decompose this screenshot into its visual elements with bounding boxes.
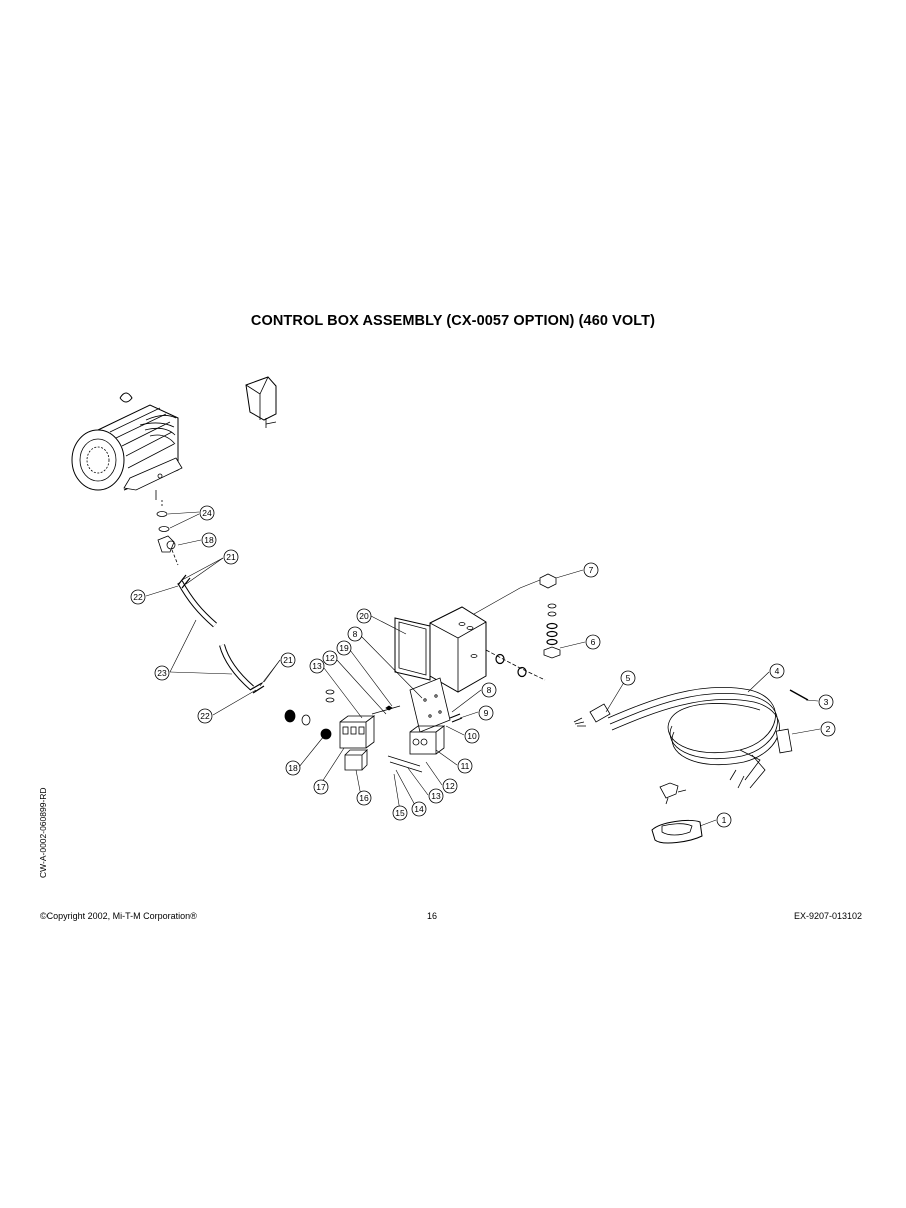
accessories <box>651 689 809 844</box>
bracket-illustration <box>245 376 277 428</box>
callout-label: 4 <box>775 666 780 676</box>
callout-label: 12 <box>445 781 455 791</box>
callout-21: 21 <box>280 652 296 668</box>
callout-label: 10 <box>467 731 477 741</box>
callout-15: 15 <box>392 805 408 821</box>
callout-label: 11 <box>461 761 470 771</box>
control-box-illustration <box>394 579 546 693</box>
callout-19: 19 <box>336 640 352 656</box>
callout-12: 12 <box>442 778 458 794</box>
callout-22: 22 <box>197 708 213 724</box>
callout-label: 3 <box>824 697 829 707</box>
callout-label: 6 <box>591 637 596 647</box>
callout-20: 20 <box>356 608 372 624</box>
callout-11: 11 <box>457 758 473 774</box>
callout-12: 12 <box>322 650 338 666</box>
callout-label: 13 <box>312 661 322 671</box>
callout-label: 18 <box>204 535 214 545</box>
callout-16: 16 <box>356 790 372 806</box>
footer-doc-code: EX-9207-013102 <box>793 911 862 921</box>
callout-7: 7 <box>583 562 599 578</box>
callout-label: 20 <box>359 611 369 621</box>
callout-1: 1 <box>716 812 732 828</box>
callout-label: 15 <box>395 808 405 818</box>
callout-label: 22 <box>200 711 210 721</box>
power-cord-illustration <box>573 686 780 789</box>
page-title: CONTROL BOX ASSEMBLY (CX-0057 OPTION) (4… <box>250 313 656 329</box>
callout-4: 4 <box>769 663 785 679</box>
callout-label: 18 <box>288 763 298 773</box>
callout-label: 1 <box>722 815 727 825</box>
drawing-code-vertical: CW-A-0002-060899-RD <box>38 787 48 878</box>
contactor-parts <box>284 689 463 773</box>
callout-label: 21 <box>226 552 236 562</box>
callout-22: 22 <box>130 589 146 605</box>
callout-label: 17 <box>316 782 326 792</box>
callout-24: 24 <box>199 505 215 521</box>
callout-label: 13 <box>431 791 441 801</box>
callout-17: 17 <box>313 779 329 795</box>
callout-23: 23 <box>154 665 170 681</box>
callout-label: 24 <box>202 508 212 518</box>
callout-label: 21 <box>283 655 293 665</box>
grommets <box>495 653 527 678</box>
callout-label: 23 <box>157 668 167 678</box>
callout-label: 22 <box>133 592 143 602</box>
callout-label: 12 <box>325 653 335 663</box>
callout-8: 8 <box>347 626 363 642</box>
switch-stack <box>539 573 561 659</box>
callout-label: 19 <box>339 643 349 653</box>
conduit-pieces <box>177 574 265 694</box>
callout-label: 2 <box>826 724 831 734</box>
callout-label: 7 <box>589 565 594 575</box>
callout-13: 13 <box>428 788 444 804</box>
callout-label: 8 <box>487 685 492 695</box>
callout-18: 18 <box>201 532 217 548</box>
callout-label: 5 <box>626 673 631 683</box>
motor-illustration <box>71 392 183 508</box>
callout-6: 6 <box>585 634 601 650</box>
callout-18: 18 <box>285 760 301 776</box>
callout-13: 13 <box>309 658 325 674</box>
callout-10: 10 <box>464 728 480 744</box>
callout-label: 8 <box>353 629 358 639</box>
callout-9: 9 <box>478 705 494 721</box>
back-panel-illustration <box>409 677 451 733</box>
callout-layer: 24 18 21 22 23 21 22 20 8 19 12 13 8 9 1… <box>130 505 836 828</box>
footer-copyright: ©Copyright 2002, Mi-T-M Corporation® <box>40 911 197 921</box>
footer-page-number: 16 <box>427 911 438 921</box>
callout-14: 14 <box>411 801 427 817</box>
callout-5: 5 <box>620 670 636 686</box>
motor-fittings <box>156 511 179 566</box>
callout-2: 2 <box>820 721 836 737</box>
callout-label: 9 <box>484 708 489 718</box>
callout-label: 14 <box>414 804 424 814</box>
callout-8: 8 <box>481 682 497 698</box>
callout-3: 3 <box>818 694 834 710</box>
callout-label: 16 <box>359 793 369 803</box>
leader-lines <box>145 511 821 827</box>
callout-21: 21 <box>223 549 239 565</box>
